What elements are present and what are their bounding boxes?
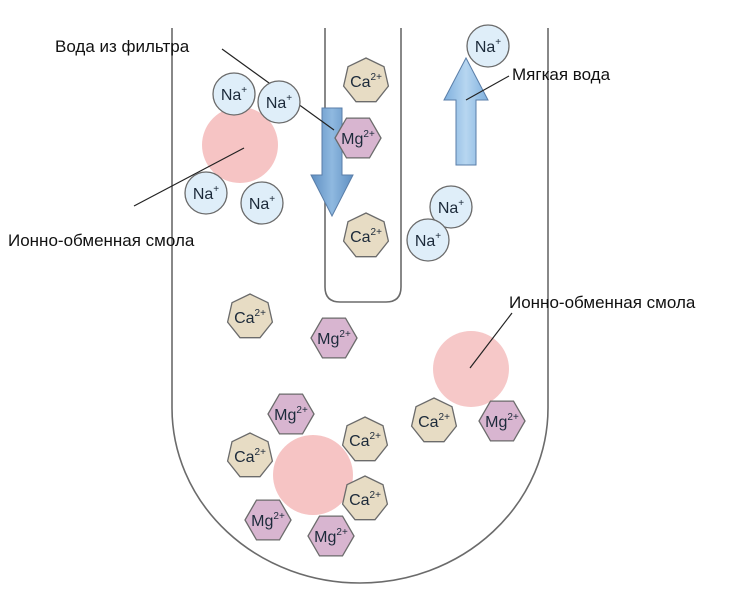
na-ion: Na+ [466, 24, 510, 68]
label-filter-water: Вода из фильтра [55, 37, 190, 56]
leader-line-resin-right [469, 312, 513, 369]
mg-ion: Mg2+ [478, 400, 526, 442]
ca-ion-shape [341, 475, 389, 521]
vessel-outline [171, 28, 549, 584]
leader-line-soft-water [465, 75, 510, 101]
ca-ion: Ca2+ [341, 475, 389, 521]
na-ion-shape [240, 181, 284, 225]
ca-ion: Ca2+ [226, 293, 274, 339]
ca-ion-shape [342, 212, 390, 258]
na-ion-label: Na+ [266, 93, 292, 112]
ca-ion-shape [341, 416, 389, 462]
na-ion-label: Na+ [475, 37, 501, 56]
ca-ion-shape [410, 397, 458, 443]
mg-ion-shape [267, 393, 315, 435]
na-ion-label: Na+ [193, 184, 219, 203]
label-resin-left: Ионно-обменная смола [8, 231, 195, 250]
mg-ion: Mg2+ [244, 499, 292, 541]
ca-ion-label: Ca2+ [418, 412, 450, 431]
ca-ion-label: Ca2+ [350, 227, 382, 246]
ca-ion: Ca2+ [341, 416, 389, 462]
ca-ion-label: Ca2+ [349, 490, 381, 509]
na-ion-shape [257, 80, 301, 124]
mg-ion-label: Mg2+ [341, 129, 375, 148]
ca-ion-shape [226, 432, 274, 478]
mg-ion-shape [307, 515, 355, 557]
water-inflow-arrow [310, 107, 354, 218]
ca-ion-label: Ca2+ [349, 431, 381, 450]
na-ion: Na+ [184, 171, 228, 215]
na-ion-shape [184, 171, 228, 215]
na-ion-shape [406, 218, 450, 262]
ca-ion: Ca2+ [342, 212, 390, 258]
ca-ion: Ca2+ [342, 57, 390, 103]
na-ion-shape [466, 24, 510, 68]
mg-ion: Mg2+ [267, 393, 315, 435]
mg-ion-label: Mg2+ [317, 329, 351, 348]
resin-bead [433, 331, 509, 407]
mg-ion-label: Mg2+ [485, 412, 519, 431]
na-ion: Na+ [406, 218, 450, 262]
mg-ion-shape [310, 317, 358, 359]
mg-ion-label: Mg2+ [274, 405, 308, 424]
mg-ion: Mg2+ [334, 117, 382, 159]
mg-ion-shape [478, 400, 526, 442]
mg-ion-label: Mg2+ [251, 511, 285, 530]
na-ion-label: Na+ [221, 85, 247, 104]
resin-bead [202, 107, 278, 183]
na-ion: Na+ [429, 185, 473, 229]
label-soft-water: Мягкая вода [512, 65, 611, 84]
na-ion: Na+ [257, 80, 301, 124]
mg-ion-shape [244, 499, 292, 541]
mg-ion-label: Mg2+ [314, 527, 348, 546]
label-resin-right: Ионно-обменная смола [509, 293, 696, 312]
ca-ion-shape [226, 293, 274, 339]
inner-tube-outline [324, 28, 402, 303]
mg-ion-shape [334, 117, 382, 159]
na-ion: Na+ [212, 72, 256, 116]
na-ion: Na+ [240, 181, 284, 225]
ca-ion-shape [342, 57, 390, 103]
ca-ion-label: Ca2+ [234, 308, 266, 327]
leader-line-resin-left [133, 147, 245, 207]
ca-ion-label: Ca2+ [234, 447, 266, 466]
ca-ion: Ca2+ [226, 432, 274, 478]
na-ion-label: Na+ [415, 231, 441, 250]
ca-ion-label: Ca2+ [350, 72, 382, 91]
na-ion-shape [212, 72, 256, 116]
na-ion-label: Na+ [438, 198, 464, 217]
mg-ion: Mg2+ [307, 515, 355, 557]
ca-ion: Ca2+ [410, 397, 458, 443]
na-ion-label: Na+ [249, 194, 275, 213]
soft-water-outflow-arrow [443, 56, 489, 166]
ions-layer: Na+ Na+ Na+ Na+ Na+ Na+ Na+ Ca2+ Ca2+ Ca2+ Ca2+ Ca2… [184, 24, 526, 557]
mg-ion: Mg2+ [310, 317, 358, 359]
na-ion-shape [429, 185, 473, 229]
resin-bead [273, 435, 353, 515]
